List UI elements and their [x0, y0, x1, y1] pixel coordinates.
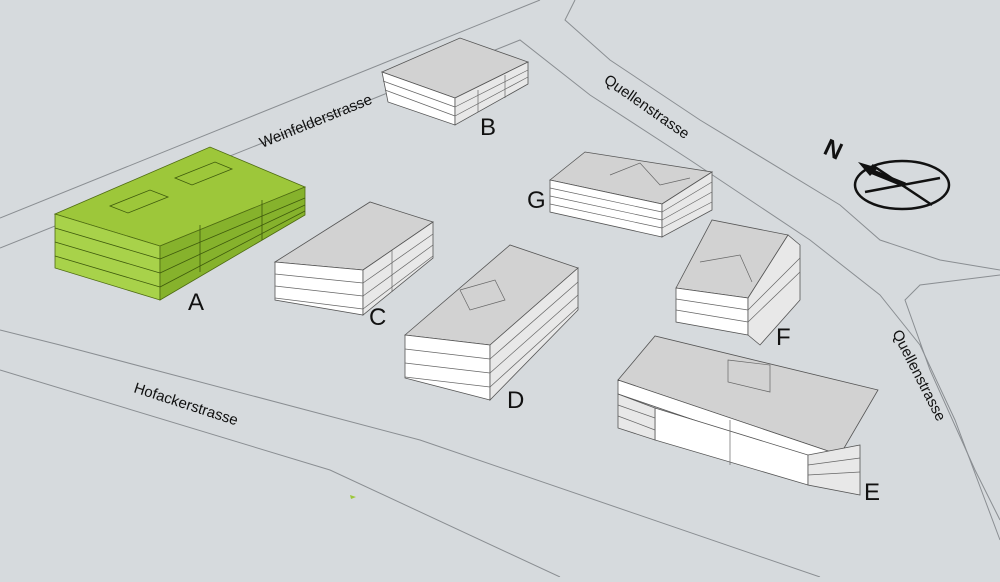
building-a[interactable]	[53, 146, 307, 301]
marker-dot	[350, 495, 356, 499]
building-label-g: G	[527, 187, 546, 214]
building-f[interactable]	[675, 219, 801, 346]
building-label-e: E	[864, 479, 880, 506]
building-b[interactable]	[380, 37, 530, 126]
building-label-b: B	[480, 114, 496, 141]
building-c[interactable]	[273, 201, 434, 316]
building-d[interactable]	[404, 244, 579, 401]
building-label-a: A	[188, 289, 204, 316]
building-label-f: F	[776, 324, 791, 351]
building-e[interactable]	[617, 335, 879, 496]
building-g[interactable]	[549, 151, 714, 238]
building-label-c: C	[369, 304, 386, 331]
building-label-d: D	[507, 387, 524, 414]
